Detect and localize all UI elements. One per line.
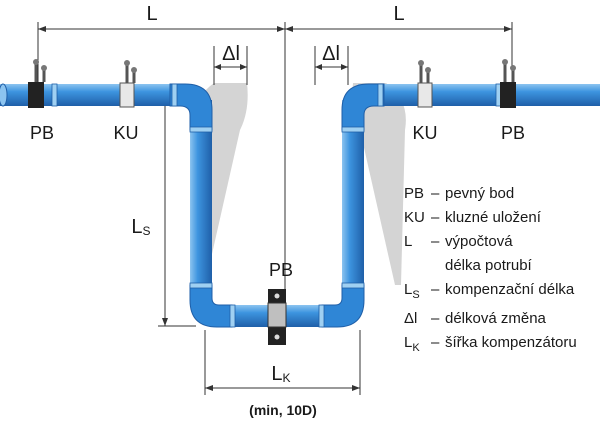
- label-delta-l-left: Δl: [222, 43, 240, 65]
- fixed-point-support-center: [267, 289, 287, 345]
- pipe-joint: [189, 282, 213, 289]
- label-Lk: LK: [271, 363, 290, 385]
- legend-row-pb: PB – pevný bod: [404, 182, 600, 206]
- pipe-joint: [189, 126, 213, 133]
- legend-key: L: [404, 233, 413, 250]
- pipe-joint: [341, 282, 365, 289]
- legend-dash: –: [431, 281, 440, 298]
- dimension-L: [37, 22, 513, 300]
- pipe-joint: [229, 304, 236, 328]
- fixed-point-support-left: [28, 59, 47, 108]
- pipe-joint: [318, 304, 325, 328]
- pipe-left-vertical: [190, 100, 212, 300]
- legend-key-main: L: [404, 334, 413, 351]
- label-Ls: LS: [131, 216, 150, 238]
- legend-dash: –: [431, 310, 440, 327]
- legend-dash: –: [431, 185, 440, 202]
- legend: PB – pevný bod KU – kluzné uložení L – v…: [404, 182, 600, 360]
- sliding-support-right: [417, 60, 433, 108]
- pipe-joint: [51, 83, 58, 107]
- legend-key: PB: [404, 185, 425, 202]
- label-L-right: L: [393, 3, 404, 25]
- pipe-joint: [171, 83, 178, 107]
- legend-desc: kompenzační délka: [445, 281, 575, 298]
- label-L-left: L: [146, 3, 157, 25]
- label-ku-left: KU: [113, 123, 138, 143]
- dimension-Lk: [204, 330, 361, 395]
- legend-row-lk: LK – šířka kompenzátoru: [404, 331, 600, 360]
- legend-dash: –: [431, 209, 440, 226]
- elbow-bottom-left: [189, 284, 233, 328]
- pipe-left-horizontal: [0, 84, 190, 106]
- legend-desc: délka potrubí: [445, 257, 532, 274]
- label-pb-center: PB: [269, 260, 293, 280]
- label-min-note: (min, 10D): [249, 402, 317, 418]
- legend-key: LK: [404, 331, 431, 360]
- legend-desc: výpočtová: [445, 233, 513, 250]
- pipe-right-vertical: [342, 100, 364, 300]
- fixed-point-support-right: [500, 59, 516, 108]
- pipe-joint: [341, 126, 365, 133]
- legend-desc: pevný bod: [445, 185, 515, 202]
- sliding-support-left: [119, 60, 137, 108]
- deflection-area-right: [352, 83, 406, 285]
- label-pb-right: PB: [501, 123, 525, 143]
- legend-row-l: L – výpočtová: [404, 230, 600, 254]
- legend-key-sub: S: [412, 289, 420, 301]
- label-pb-left: PB: [30, 123, 54, 143]
- legend-key: KU: [404, 209, 425, 226]
- legend-desc: šířka kompenzátoru: [445, 334, 577, 351]
- legend-desc: délková změna: [445, 310, 546, 327]
- pipe-right-horizontal: [358, 84, 600, 106]
- legend-key: LS: [404, 278, 431, 307]
- legend-row-ku: KU – kluzné uložení: [404, 206, 600, 230]
- legend-dash: –: [431, 233, 440, 250]
- legend-row-dl: Δl – délková změna: [404, 307, 600, 331]
- legend-key-sub: K: [412, 342, 420, 354]
- pipe-system: [0, 83, 600, 328]
- legend-key-main: L: [404, 281, 413, 298]
- legend-key: Δl: [404, 310, 418, 327]
- label-delta-l-right: Δl: [322, 43, 340, 65]
- legend-dash: –: [431, 334, 440, 351]
- dimension-delta-l: [213, 46, 349, 85]
- pipe-joint: [377, 83, 384, 107]
- pipe-end-cap: [0, 83, 8, 107]
- legend-row-ls: LS – kompenzační délka: [404, 278, 600, 307]
- elbow-bottom-right: [321, 284, 365, 328]
- legend-desc: kluzné uložení: [445, 209, 541, 226]
- legend-row-l-continuation: délka potrubí: [404, 254, 600, 278]
- label-ku-right: KU: [412, 123, 437, 143]
